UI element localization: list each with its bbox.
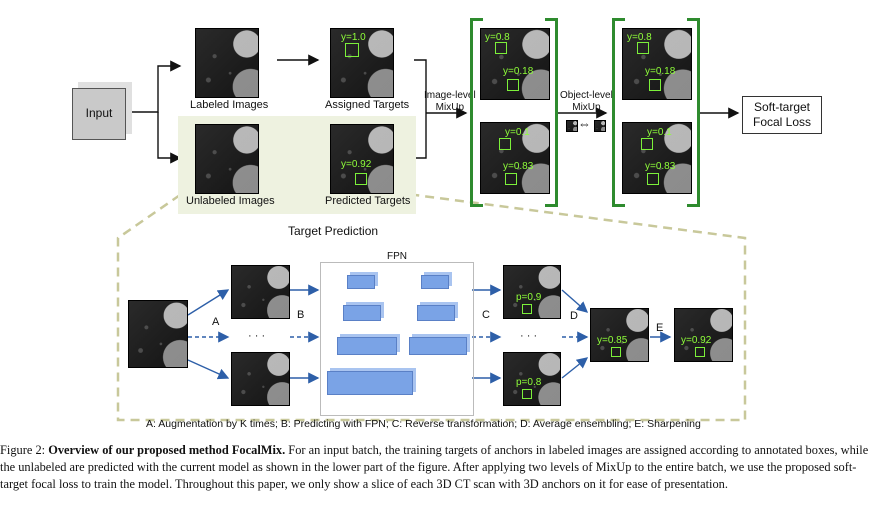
unlabeled-images-label: Unlabeled Images [186,195,275,207]
fpn-block-6 [409,337,467,355]
sharp-y-label: y=0.92 [681,335,712,346]
mix1-label-c: y=0.1 [505,127,530,138]
sharp-box [695,347,705,357]
mix1-box-b [507,79,519,91]
sharpened-image: y=0.92 [674,308,733,362]
assigned-box [345,43,359,57]
predicted-y-label: y=0.92 [341,159,372,170]
avg-box [611,347,621,357]
mix1-box-a [495,42,507,54]
image-level-mixup-label: Image-level MixUp [424,90,476,113]
reversed-image-top: p=0.9 [503,265,561,319]
fpn-block-2 [421,275,449,289]
target-prediction-title: Target Prediction [288,224,379,238]
mix2-label-a: y=0.8 [627,32,652,43]
mix2-box-b [649,79,661,91]
fpn-block-7 [327,371,413,395]
mixup2-image-bottom: y=0.1 y=0.83 [622,122,692,194]
loss-label: Soft-target Focal Loss [752,100,812,129]
bracket-left-1 [470,18,483,207]
mixup1-image-top: y=0.8 y=0.18 [480,28,550,100]
merge-line [414,59,427,159]
fpn-block-1 [347,275,375,289]
target-prediction-frame [116,193,747,422]
ellipsis-augmented: · · · [248,330,266,342]
caption-title: Overview of our proposed method FocalMix… [48,443,286,457]
labeled-images-label: Labeled Images [190,99,269,111]
augmented-image-top [231,265,290,319]
mix2-box-d [647,173,659,185]
figure: Input Labeled Images y=1.0 Assigned Targ… [72,18,822,430]
mix1-label-d: y=0.83 [503,161,534,172]
mix2-box-a [637,42,649,54]
assigned-y-label: y=1.0 [341,32,366,43]
mix1-box-d [505,173,517,185]
fpn-block-3 [343,305,381,321]
mix2-box-c [641,138,653,150]
step-e-label: E [656,322,664,334]
mixup2-image-top: y=0.8 y=0.18 [622,28,692,100]
unlabeled-image [195,124,259,194]
assigned-target-image: y=1.0 [330,28,394,98]
step-b-label: B [297,309,305,321]
mix2-label-d: y=0.83 [645,161,676,172]
input-cube: Input [72,88,126,140]
caption-prefix: Figure 2: [0,443,49,457]
labeled-image [195,28,259,98]
input-label: Input [85,106,113,120]
predicted-targets-label: Predicted Targets [325,195,411,207]
branch-line [132,60,182,113]
fpn-label: FPN [385,251,409,262]
loss-box: Soft-target Focal Loss [742,96,822,134]
figure-caption: Figure 2: Overview of our proposed metho… [0,442,880,493]
augmented-image-bottom [231,352,290,406]
caption-body: For an input batch, the training targets… [0,443,869,491]
step-c-label: C [482,309,490,321]
mix1-box-c [499,138,511,150]
reversed-box-top [522,304,532,314]
mixup1-image-bottom: y=0.1 y=0.83 [480,122,550,194]
source-image [128,300,188,368]
predicted-box [355,173,367,185]
mix2-label-c: y=0.1 [647,127,672,138]
fpn-block-5 [337,337,397,355]
step-a-label: A [212,316,220,328]
bracket-right-1 [545,18,558,207]
ellipsis-reversed: · · · [520,330,538,342]
mix1-label-a: y=0.8 [485,32,510,43]
p-label-bottom: p=0.8 [516,377,542,388]
object-thumb-left [566,120,578,132]
avg-y-label: y=0.85 [597,335,628,346]
assigned-targets-label: Assigned Targets [325,99,410,111]
step-d-label: D [570,310,578,322]
mix2-label-b: y=0.18 [645,66,676,77]
bracket-left-2 [612,18,625,207]
p-label-top: p=0.9 [516,292,542,303]
legend-text: A: Augmentation by K times; B: Predictin… [146,418,701,430]
fpn-block-4 [417,305,455,321]
reversed-image-bottom: p=0.8 [503,352,561,406]
branch-line-2 [157,112,182,164]
object-thumb-right [594,120,606,132]
connector-layer [116,54,747,422]
swap-icon: ⇔ [578,116,591,131]
fpn-frame: FPN [320,251,474,416]
mix1-label-b: y=0.18 [503,66,534,77]
object-level-mixup-label: Object-level MixUp [560,90,613,113]
averaged-image: y=0.85 [590,308,649,362]
predicted-target-image: y=0.92 [330,124,394,194]
bracket-right-2 [687,18,700,207]
reversed-box-bottom [522,389,532,399]
